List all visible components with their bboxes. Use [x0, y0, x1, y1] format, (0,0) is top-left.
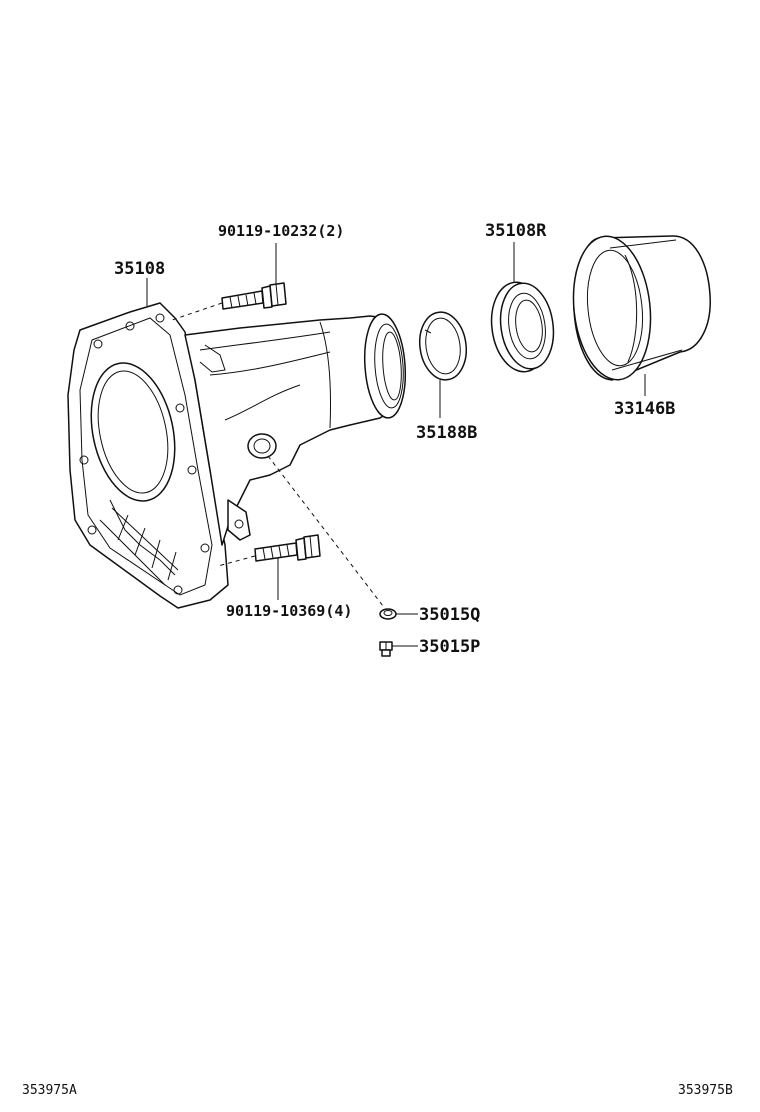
oil-seal-drawing[interactable] — [486, 279, 559, 376]
label-90119-10232[interactable]: 90119-10232(2) — [218, 222, 344, 240]
assembly-guide-lines — [171, 302, 384, 607]
label-35015P[interactable]: 35015P — [419, 637, 480, 657]
drain-plug-drawing[interactable] — [379, 641, 393, 657]
extension-housing-drawing[interactable] — [67, 302, 409, 609]
dust-cover-drawing[interactable] — [567, 232, 711, 383]
lower-bolt-drawing[interactable] — [254, 534, 321, 562]
label-35108[interactable]: 35108 — [114, 259, 165, 279]
label-90119-10369[interactable]: 90119-10369(4) — [226, 602, 352, 620]
footer-code-left: 353975A — [22, 1083, 77, 1098]
footer-code-right: 353975B — [678, 1083, 733, 1098]
label-35188B[interactable]: 35188B — [416, 423, 477, 443]
gasket-drawing[interactable] — [379, 608, 397, 620]
upper-bolt-drawing[interactable] — [221, 282, 287, 310]
leader-lines — [146, 242, 646, 647]
snap-ring-drawing[interactable] — [415, 309, 470, 383]
label-33146B[interactable]: 33146B — [614, 399, 675, 419]
label-35108R[interactable]: 35108R — [485, 221, 547, 241]
label-35015Q[interactable]: 35015Q — [419, 605, 480, 625]
